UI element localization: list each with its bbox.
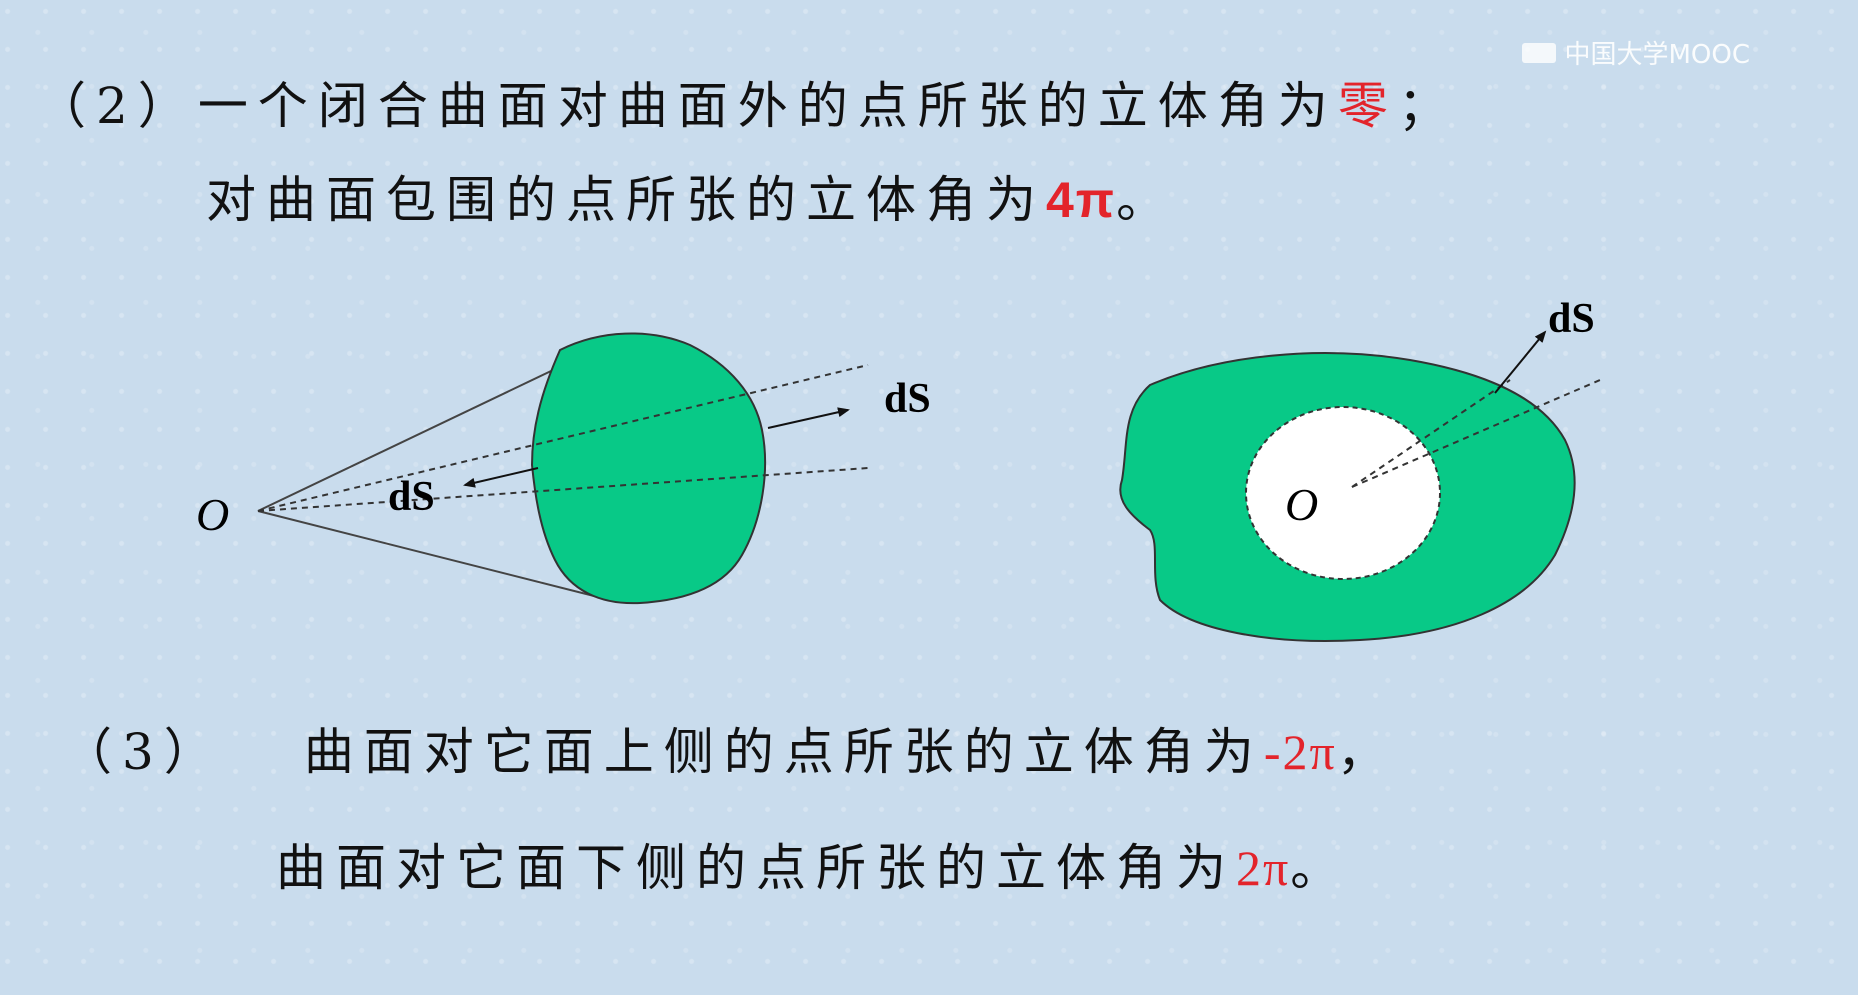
item2-line2: 对曲面包围的点所张的立体角为4π。: [206, 160, 1176, 232]
left-ds-inner-label: dS: [388, 474, 435, 520]
left-ray-lower: [257, 467, 869, 512]
item2-line1-end: ；: [1397, 77, 1458, 135]
watermark-text: 中国大学MOOC: [1564, 40, 1750, 70]
item2-line1-text: 一个闭合曲面对曲面外的点所张的立体角为: [197, 77, 1338, 135]
item3-line1-text: 曲面对它面上侧的点所张的立体角为: [303, 723, 1264, 781]
left-figure: O dS dS: [196, 332, 931, 605]
left-ds-outer-arrow: [767, 407, 850, 429]
right-ds-arrow: [1494, 330, 1547, 394]
left-ds-outer-label: dS: [884, 376, 931, 422]
cone-line-bottom: [257, 510, 599, 598]
mooc-logo-icon: [1522, 40, 1557, 66]
item3-line1: （3） 曲面对它面上侧的点所张的立体角为-2π，: [62, 712, 1397, 784]
item3-line1-end: ，: [1336, 723, 1397, 781]
item3-line2: 曲面对它面下侧的点所张的立体角为2π。: [276, 828, 1350, 900]
right-figure: O dS: [1119, 296, 1601, 642]
right-ray-upper: [1351, 379, 1511, 488]
item3-line2-end: 。: [1290, 839, 1351, 897]
right-origin-label: O: [1285, 479, 1318, 530]
cone-line-top: [257, 349, 596, 512]
item2-line2-end: 。: [1116, 171, 1177, 229]
right-inner-hole: [1245, 406, 1441, 580]
item2-index: （2）: [36, 77, 198, 135]
item3-line1-value: -2π: [1263, 724, 1337, 780]
mooc-watermark: 中国大学MOOC: [1522, 34, 1750, 71]
item2-line1-value: 零: [1337, 77, 1398, 135]
right-ds-label: dS: [1548, 296, 1595, 342]
item2-line1: （2）一个闭合曲面对曲面外的点所张的立体角为零；: [36, 66, 1458, 138]
item2-line2-text: 对曲面包围的点所张的立体角为: [206, 171, 1046, 229]
left-ray-upper: [257, 364, 869, 512]
item3-line2-text: 曲面对它面下侧的点所张的立体角为: [276, 839, 1236, 897]
item3-index: （3）: [62, 723, 224, 781]
left-ds-inner-arrow: [463, 467, 539, 488]
item2-line2-value: 4π: [1046, 172, 1117, 228]
left-origin-label: O: [196, 489, 229, 540]
left-closed-surface: [530, 332, 767, 605]
item3-line2-value: 2π: [1236, 840, 1291, 896]
right-ray-lower: [1351, 379, 1601, 488]
